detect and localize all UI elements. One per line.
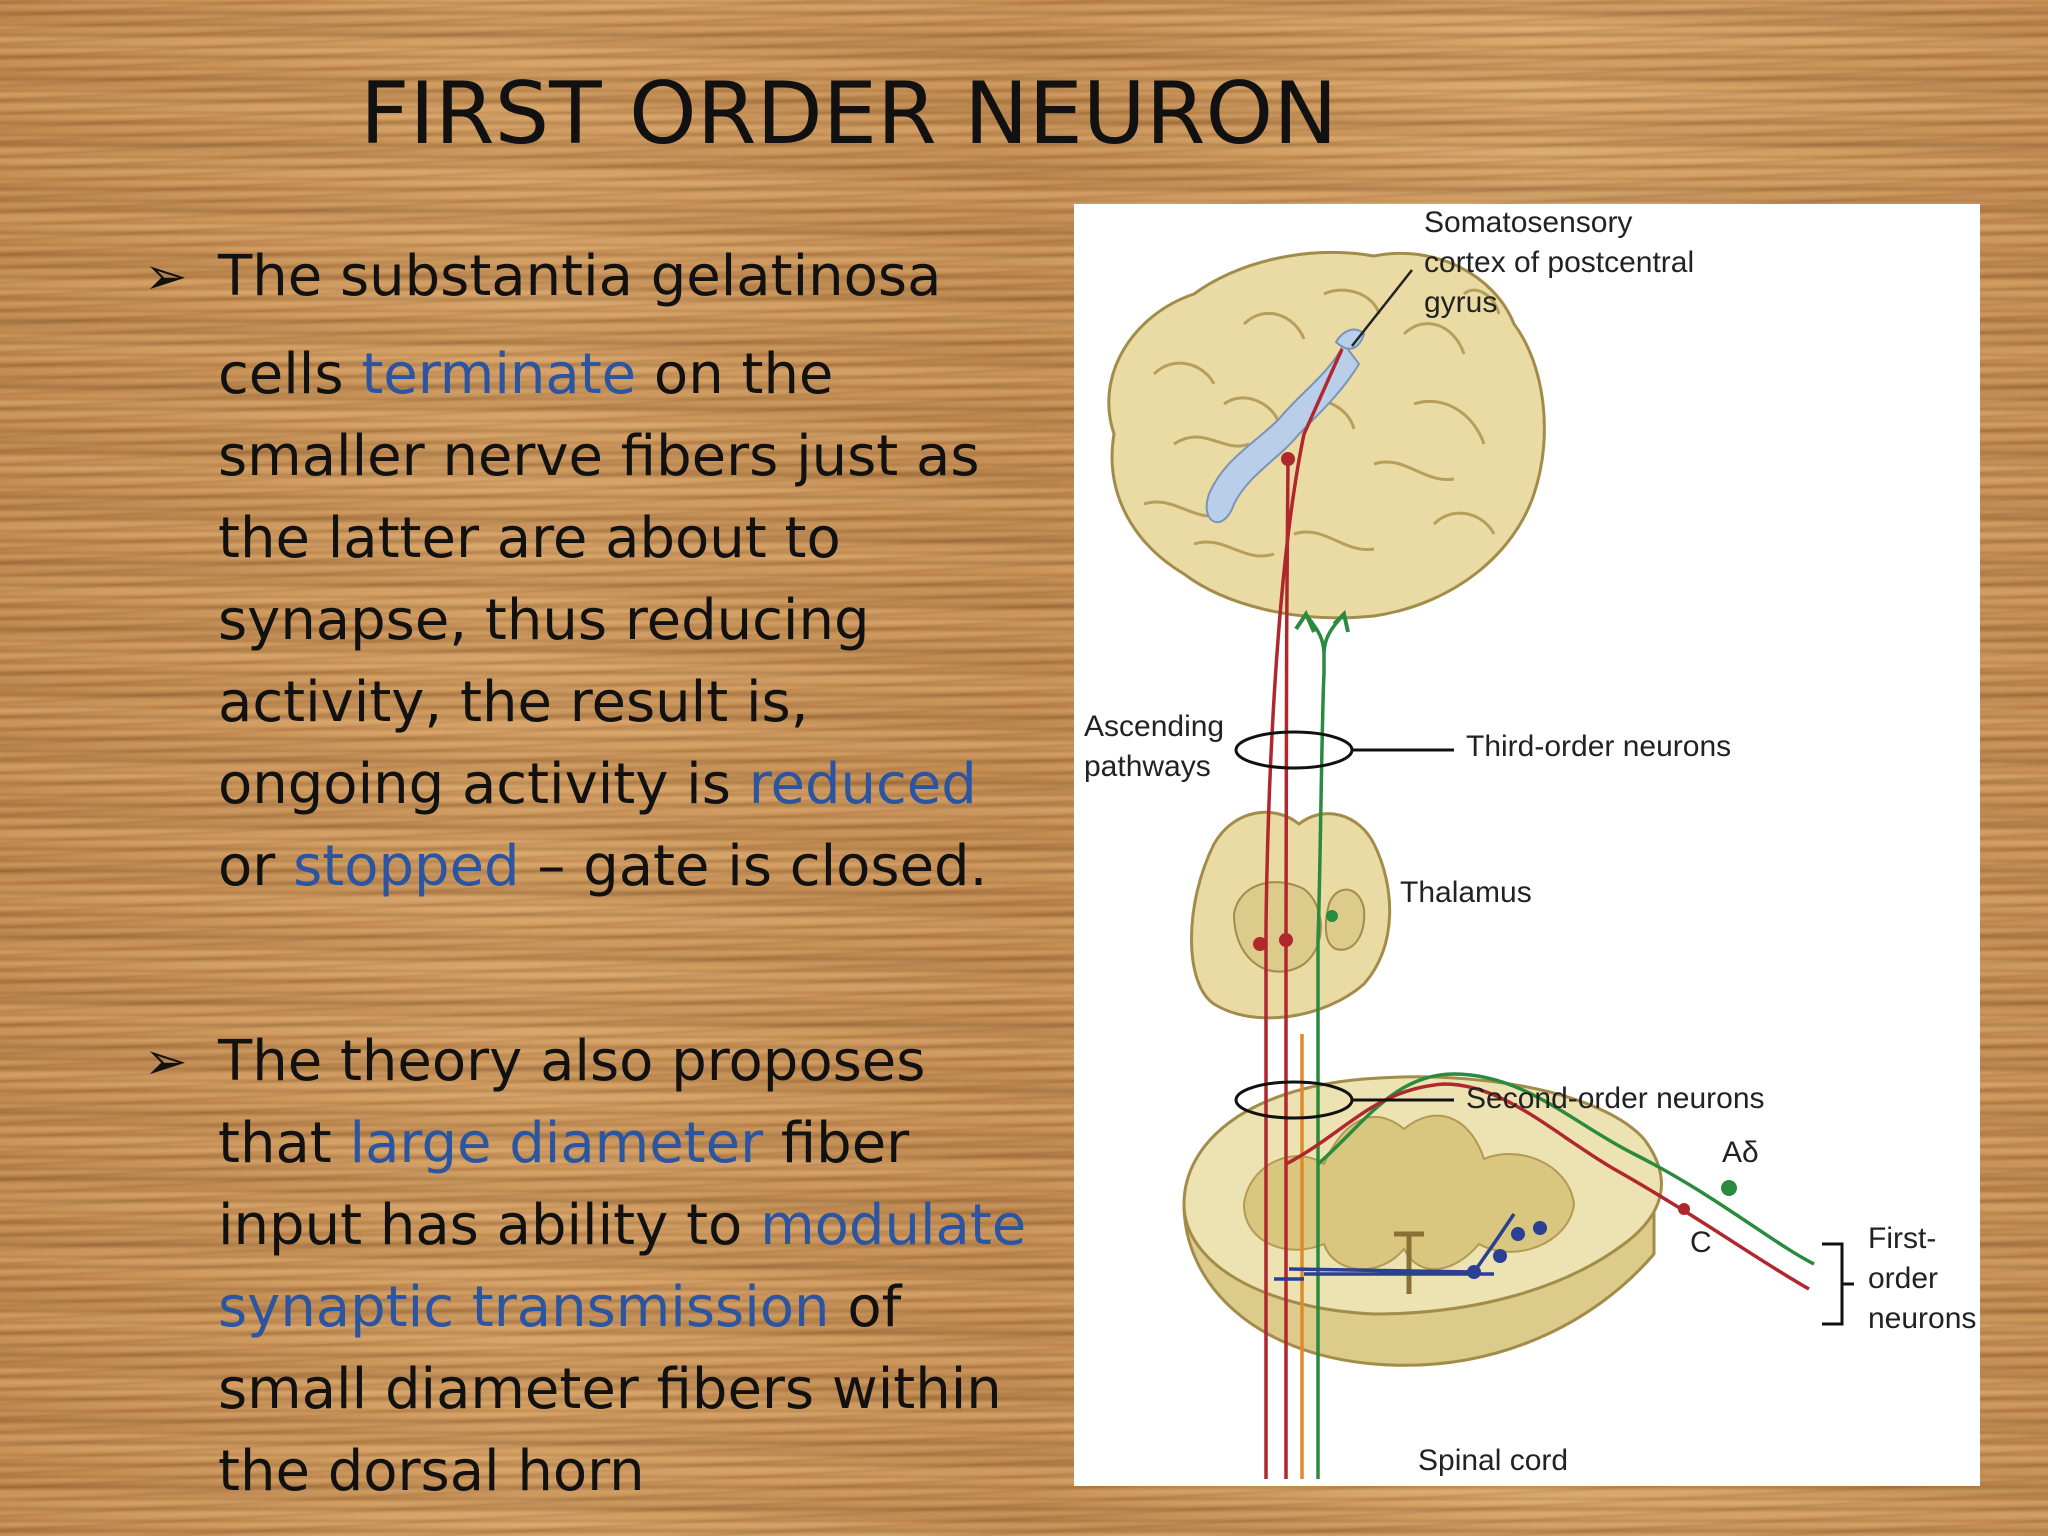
text-run: input has ability to (218, 1193, 761, 1258)
red-fiber-1 (1264, 348, 1344, 1479)
label-second-order: Second-order neurons (1466, 1082, 1765, 1115)
label-a-delta: Aδ (1722, 1136, 1759, 1169)
bullet-1-line-2: cells terminate on the (218, 334, 1078, 416)
pathway-illustration (1107, 250, 1854, 1479)
text-run: cells (218, 342, 362, 407)
bullet-1-line-3: smaller nerve fibers just as (218, 424, 980, 489)
bullet-1-line-5: synapse, thus reducing (218, 588, 870, 653)
bullet-1-line-8: or stopped – gate is closed. (218, 826, 1078, 908)
brain-illustration (1107, 250, 1546, 620)
text-run: that (218, 1111, 350, 1176)
highlight-synaptic-transmission: synaptic transmission (218, 1275, 830, 1340)
cortex-pointer (1351, 269, 1413, 347)
text-run: ongoing activity is (218, 752, 749, 817)
neuron-cell-bodies (1253, 452, 1737, 1279)
red-soma-cortex (1281, 452, 1295, 466)
red-soma-c (1678, 1203, 1690, 1215)
blue-soma-2 (1493, 1249, 1507, 1263)
blue-soma-4 (1533, 1221, 1547, 1235)
bullet-2-line-6: the dorsal horn (218, 1439, 645, 1504)
highlight-terminate: terminate (361, 342, 637, 407)
cortex-tip (1334, 328, 1366, 350)
central-canal (1394, 1231, 1424, 1294)
bullet-arrow-icon: ➢ (144, 247, 188, 307)
gray-matter (1242, 1114, 1576, 1271)
bullet-1-line-1: The substantia gelatinosa (218, 244, 942, 309)
thalamus-inner-right (1324, 888, 1366, 951)
label-cortex-1: Somatosensory (1424, 206, 1633, 239)
highlight-modulate: modulate (760, 1193, 1027, 1258)
red-soma-thalamus-2 (1279, 933, 1293, 947)
label-third-order: Third-order neurons (1466, 730, 1732, 763)
label-first-order-1: First- (1868, 1222, 1937, 1255)
pain-pathway-diagram: Somatosensory cortex of postcentral gyru… (1074, 204, 1980, 1486)
bullet-1-line-6: activity, the result is, (218, 670, 809, 735)
fiber-arrows (1294, 609, 1350, 633)
label-ascending-1: Ascending (1084, 710, 1225, 743)
bullet-2-line-1: The theory also proposes (218, 1029, 926, 1094)
blue-soma-1 (1467, 1265, 1481, 1279)
text-run: of (829, 1275, 902, 1340)
text-run: or (218, 834, 294, 899)
bullet-2-line-2: that large diameter fiber (218, 1103, 1078, 1185)
pathway-markers (1234, 730, 1854, 1326)
label-first-order-2: order (1868, 1262, 1939, 1295)
red-sensory-fiber (1285, 1082, 1810, 1291)
first-order-bracket (1822, 1242, 1854, 1326)
bullet-1-line-7: ongoing activity is reduced (218, 744, 1078, 826)
third-order-ring (1234, 730, 1354, 770)
label-spinal-cord: Spinal cord (1418, 1444, 1569, 1477)
red-soma-thalamus-1 (1253, 937, 1267, 951)
label-ascending-2: pathways (1084, 750, 1211, 783)
arrow-left-icon (1294, 609, 1316, 633)
label-cortex-3: gyrus (1424, 286, 1498, 319)
spinal-cord-illustration (1182, 1075, 1663, 1367)
bullet-2-line-3: input has ability to modulate (218, 1185, 1078, 1267)
label-first-order-3: neurons (1868, 1302, 1977, 1335)
green-soma-thalamus (1326, 910, 1338, 922)
arrow-right-icon (1332, 610, 1350, 633)
bullet-arrow-icon: ➢ (144, 1032, 188, 1092)
text-run: on the (636, 342, 834, 407)
label-cortex-2: cortex of postcentral (1424, 246, 1695, 279)
bullet-2-text: The theory also proposes that large diam… (218, 1021, 1078, 1513)
text-run: fiber (763, 1111, 910, 1176)
label-thalamus: Thalamus (1400, 876, 1532, 909)
thalamus-illustration (1190, 810, 1392, 1020)
blue-soma-3 (1511, 1227, 1525, 1241)
bullet-1-line-4: the latter are about to (218, 506, 841, 571)
bullet-1-text: The substantia gelatinosa cells terminat… (218, 236, 1078, 908)
brain-outline (1107, 250, 1546, 620)
highlight-stopped: stopped (293, 834, 520, 899)
red-fiber-2 (1284, 458, 1290, 1479)
bullet-2-line-5: small diameter fibers within (218, 1357, 1002, 1422)
bullet-2-line-4: synaptic transmission of (218, 1267, 1078, 1349)
brain-gyri (1143, 288, 1501, 558)
highlight-large-diameter: large diameter (349, 1111, 764, 1176)
green-soma-a-delta (1721, 1180, 1737, 1196)
highlight-reduced: reduced (748, 752, 977, 817)
slide-title: FIRST ORDER NEURON (360, 64, 1338, 164)
text-run: – gate is closed. (519, 834, 988, 899)
label-c-fiber: C (1690, 1226, 1712, 1259)
